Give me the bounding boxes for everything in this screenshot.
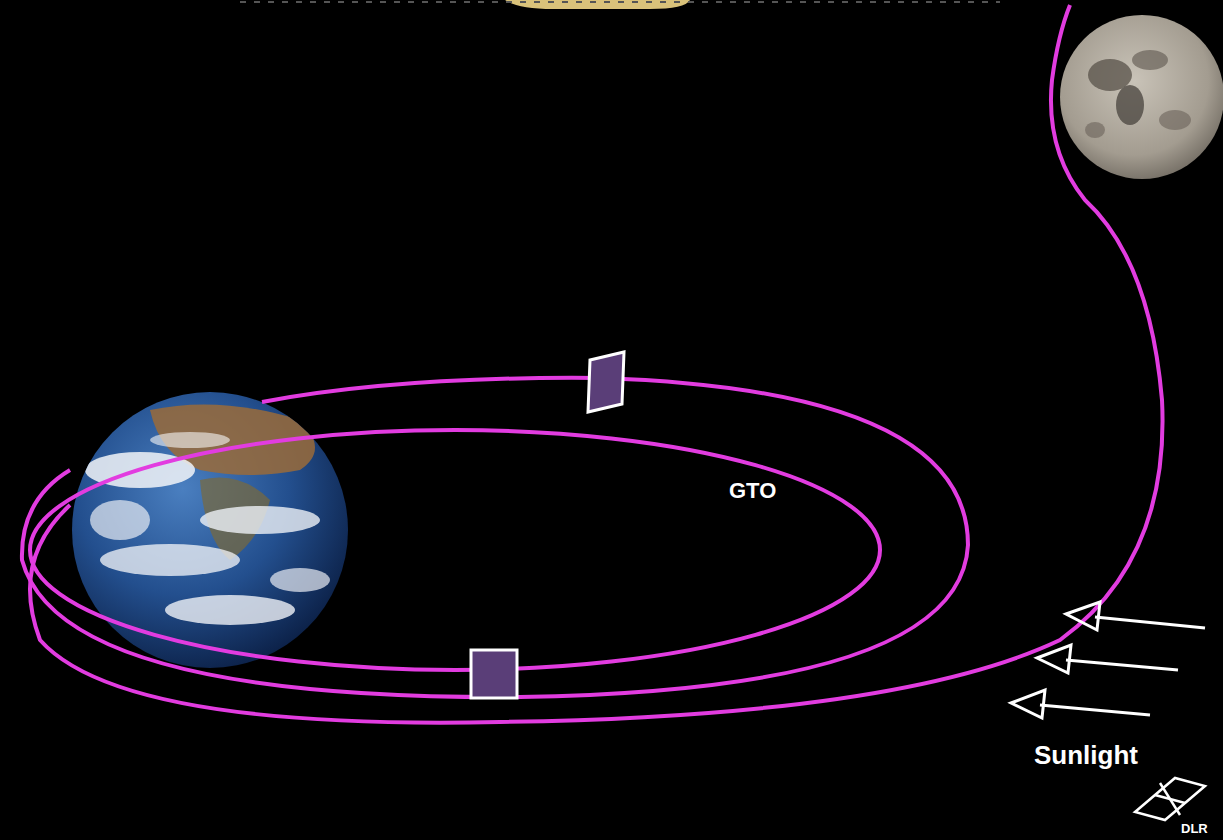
spacecraft xyxy=(471,650,517,698)
sunlight-arrows xyxy=(1011,602,1205,718)
partial-scale xyxy=(240,1,1000,3)
sunlight-label: Sunlight xyxy=(1034,742,1138,768)
moon xyxy=(1060,15,1223,179)
dlr-logo xyxy=(1135,778,1205,820)
orbit-label: GTO xyxy=(729,480,776,502)
spacecraft xyxy=(588,352,624,412)
orbit-lines xyxy=(22,5,1163,723)
earth xyxy=(72,392,348,668)
logo-label: DLR xyxy=(1181,822,1208,835)
